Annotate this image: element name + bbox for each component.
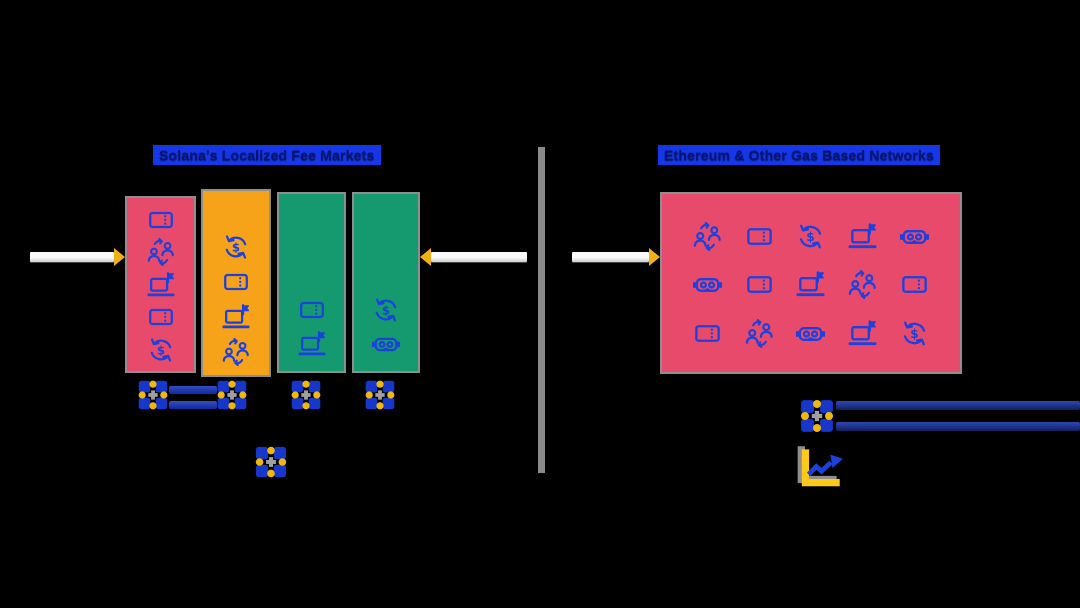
ticket-icon bbox=[744, 269, 775, 300]
laptop-flag-icon bbox=[146, 270, 176, 300]
fee-market-lane-3 bbox=[277, 192, 346, 373]
left-outflow-arrow-head-icon bbox=[420, 248, 431, 266]
dollar-refresh-icon bbox=[371, 295, 401, 325]
dollar-refresh-icon bbox=[795, 221, 826, 252]
laptop-flag-icon bbox=[847, 221, 878, 252]
queue-rail-bottom bbox=[836, 422, 1080, 431]
users-swap-icon bbox=[692, 221, 723, 252]
laptop-flag-icon bbox=[847, 318, 878, 349]
processing-core-icon bbox=[797, 396, 837, 436]
left-inflow-arrow-head-icon bbox=[114, 248, 125, 266]
laptop-flag-icon bbox=[221, 302, 251, 332]
right-panel-title: Ethereum & Other Gas Based Networks bbox=[658, 145, 940, 165]
users-swap-icon bbox=[146, 237, 176, 267]
fee-market-lane-1 bbox=[125, 196, 196, 373]
ticket-icon bbox=[692, 318, 723, 349]
right-inflow-arrow-head-icon bbox=[649, 248, 660, 266]
dollar-refresh-icon bbox=[221, 232, 251, 262]
left-outflow-arrow-bar bbox=[431, 252, 527, 262]
queue-rail-top bbox=[836, 401, 1080, 410]
core-rail-bottom bbox=[169, 401, 217, 409]
ticket-icon bbox=[297, 295, 327, 325]
global-fee-market-block bbox=[660, 192, 962, 374]
left-inflow-arrow-bar bbox=[30, 252, 114, 262]
fee-chart-icon bbox=[793, 443, 847, 487]
fee-market-lane-4 bbox=[352, 192, 420, 373]
processing-core-icon bbox=[135, 377, 171, 413]
ticket-icon bbox=[146, 205, 176, 235]
processing-core-icon bbox=[288, 377, 324, 413]
dollar-refresh-icon bbox=[146, 335, 176, 365]
right-inflow-arrow-bar bbox=[572, 252, 649, 262]
ticket-icon bbox=[744, 221, 775, 252]
processing-core-icon bbox=[362, 377, 398, 413]
ticket-icon bbox=[899, 269, 930, 300]
ticket-icon bbox=[146, 302, 176, 332]
processing-core-icon bbox=[252, 443, 290, 481]
processing-core-icon bbox=[214, 377, 250, 413]
users-swap-icon bbox=[744, 318, 775, 349]
dollar-refresh-icon bbox=[899, 318, 930, 349]
users-swap-icon bbox=[221, 337, 251, 367]
vr-goggles-icon bbox=[371, 329, 401, 359]
panel-divider bbox=[538, 147, 545, 473]
laptop-flag-icon bbox=[297, 329, 327, 359]
users-swap-icon bbox=[847, 269, 878, 300]
core-rail-top bbox=[169, 386, 217, 394]
left-panel-title: Solana's Localized Fee Markets bbox=[153, 145, 381, 165]
vr-goggles-icon bbox=[795, 318, 826, 349]
ticket-icon bbox=[221, 267, 251, 297]
laptop-flag-icon bbox=[795, 269, 826, 300]
vr-goggles-icon bbox=[899, 221, 930, 252]
vr-goggles-icon bbox=[692, 269, 723, 300]
fee-market-lane-2 bbox=[201, 189, 271, 377]
